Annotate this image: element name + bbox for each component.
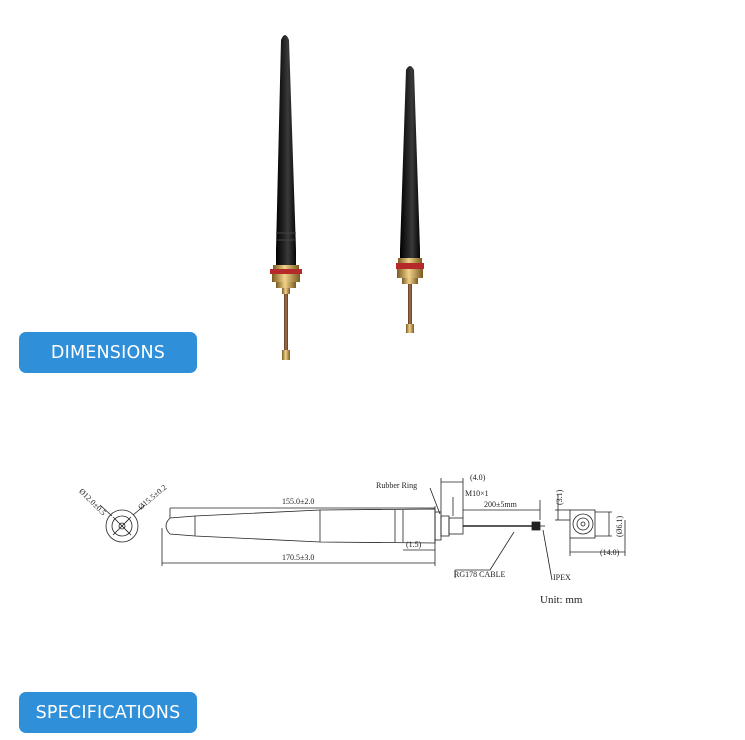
antenna-photo bbox=[270, 35, 424, 360]
inner-diameter-label: Ø12.0±0.5 bbox=[77, 487, 108, 518]
gap-label: (1.5) bbox=[406, 540, 422, 549]
dimensions-tab[interactable]: DIMENSIONS bbox=[19, 332, 197, 373]
side-view bbox=[165, 508, 545, 544]
rubber-ring-label: Rubber Ring bbox=[376, 481, 417, 490]
front-view bbox=[99, 504, 146, 543]
thread-label: M10×1 bbox=[465, 489, 489, 498]
connector-label: IPEX bbox=[553, 573, 571, 582]
ipex-diameter-label: (Ø6.1) bbox=[615, 516, 624, 537]
cable-type-label: RG178 CABLE bbox=[454, 570, 505, 579]
specifications-tab[interactable]: SPECIFICATIONS bbox=[19, 692, 197, 733]
long-antenna bbox=[270, 35, 302, 360]
dimension-drawing: Ø12.0±0.5 Ø15.5±0.2 155.0±2.0 170.5±3.0 … bbox=[77, 473, 626, 606]
outer-diameter-label: Ø15.5±0.2 bbox=[136, 483, 168, 512]
short-antenna bbox=[396, 66, 424, 333]
total-length-label: 170.5±3.0 bbox=[282, 553, 314, 562]
ipex-height-label: (3.1) bbox=[555, 489, 564, 505]
cable-length-label: 200±5mm bbox=[484, 500, 518, 509]
unit-label: Unit: mm bbox=[540, 594, 583, 606]
ipex-length-label: (14.0) bbox=[600, 548, 620, 557]
ipex-view bbox=[555, 495, 626, 556]
nut-width-label: (4.0) bbox=[470, 473, 486, 482]
body-length-label: 155.0±2.0 bbox=[282, 497, 314, 506]
